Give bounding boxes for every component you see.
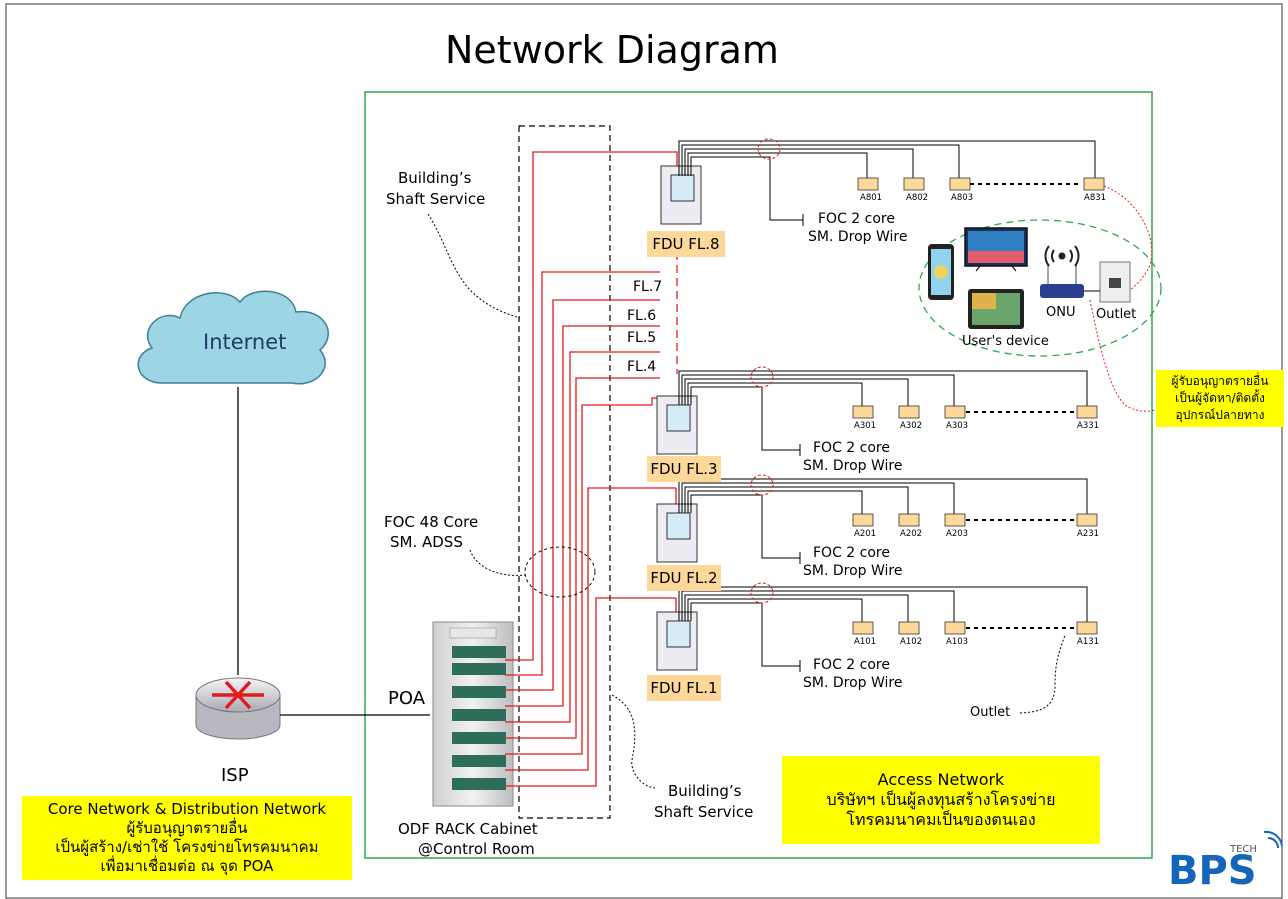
unit-a803: A803 [951,193,974,203]
drop-wire-fl1-1: FOC 2 core [813,657,890,673]
drop-wire-fl2-1: FOC 2 core [813,545,890,561]
core-note-line-1: Core Network & Distribution Network [47,800,327,818]
fl3-splice-mark [750,366,774,388]
shaft-bottom-line-1: Building’s [668,782,742,800]
core-note-line-2: ผู้รับอนุญาตรายอื่น [126,819,248,837]
access-note-line-3: โทรคมนาคมเป็นของตนเอง [846,810,1036,829]
wall-outlet-icon [1099,261,1131,303]
fdu-label-fl2: FDU FL.2 [647,565,721,591]
foc48-ellipse [524,546,596,598]
onu-icon [1040,264,1084,298]
logo-tag: TECH [1229,844,1257,855]
access-network-note: Access Network บริษัทฯ เป็นผู้ลงทุนสร้าง… [782,756,1100,844]
fl8-outlets [857,177,1105,191]
onu-label: ONU [1046,305,1076,320]
fl8-drops [678,140,1096,226]
odf-rack-line-1: ODF RACK Cabinet [398,820,538,838]
floor-label-fl6: FL.6 [627,308,657,324]
leader-lines [427,213,1066,789]
side-note-line-2: เป็นผู้จัดหา/ติดตั้ง [1175,391,1265,405]
fl1-splice-mark [750,582,774,604]
access-note-line-2: บริษัทฯ เป็นผู้ลงทุนสร้างโครงข่าย [826,790,1056,809]
a831-to-outlet-link [1103,185,1153,291]
unit-a102: A102 [900,637,923,647]
fl2-drops [678,478,1088,564]
side-note-leader [1089,299,1157,412]
foc48-line-2: SM. ADSS [390,533,463,551]
unit-a303: A303 [946,421,969,431]
core-note-line-4: เพื่อมาเชื่อมต่อ ณ จุด POA [100,857,274,875]
internet-label: Internet [203,330,287,354]
drop-wire-fl8-2: SM. Drop Wire [808,229,908,245]
router-icon [195,677,281,740]
user-equipment-zone [918,219,1162,357]
unit-a131: A131 [1077,637,1100,647]
core-network-note: Core Network & Distribution Network ผู้ร… [22,796,352,880]
unit-a331: A331 [1077,421,1100,431]
core-note-line-3: เป็นผู้สร้าง/เช่าใช้ โครงข่ายโทรคมนาคม [55,838,319,856]
unit-a802: A802 [906,193,929,203]
drop-wire-fl1-2: SM. Drop Wire [803,675,903,691]
odf-rack-line-2: @Control Room [418,840,535,858]
fl2-splice-mark [750,474,774,496]
fiber-risers [505,151,678,787]
drop-wire-fl8-1: FOC 2 core [818,211,895,227]
isp-label: ISP [221,765,249,786]
fl8-splice-mark [757,138,781,160]
wifi-icon [1044,245,1080,267]
drop-wire-fl3-1: FOC 2 core [813,440,890,456]
poa-label: POA [388,688,426,709]
side-note: ผู้รับอนุญาตรายอื่น เป็นผู้จัดหา/ติดตั้ง… [1156,370,1284,427]
outlet-callout: Outlet [970,705,1011,720]
unit-a202: A202 [900,529,923,539]
phone-icon [928,244,954,300]
access-note-line-1: Access Network [877,770,1005,789]
odf-rack-cabinet [432,621,514,807]
page-title: Network Diagram [445,28,779,72]
shaft-bottom-line-2: Shaft Service [654,803,754,821]
side-note-line-3: อุปกรณ์ปลายทาง [1175,408,1265,422]
users-device-label: User's device [962,334,1049,349]
unit-a302: A302 [900,421,923,431]
foc48-line-1: FOC 48 Core [384,513,479,531]
building-shaft [518,125,611,819]
unit-a231: A231 [1077,529,1100,539]
outlet-label: Outlet [1096,307,1137,322]
page-frame [5,3,1283,899]
fdu-boxes [656,165,702,671]
unit-a301: A301 [854,421,877,431]
bps-logo-icon: BPS TECH [1168,830,1283,894]
fdu-label-fl8: FDU FL.8 [647,231,725,257]
fdu-label-fl3: FDU FL.3 [647,456,721,482]
unit-a103: A103 [946,637,969,647]
logo-text: BPS [1168,848,1257,894]
unit-a201: A201 [854,529,877,539]
unit-a101: A101 [854,637,877,647]
shaft-top-line-2: Shaft Service [386,190,486,208]
fl3-outlets [852,405,1098,419]
fl1-outlets [852,621,1098,635]
floor-label-fl4: FL.4 [627,359,657,375]
fl2-outlets [852,513,1098,527]
tablet-icon [968,289,1024,329]
shaft-top-line-1: Building’s [398,169,472,187]
unit-a801: A801 [860,193,883,203]
access-network-border [364,91,1153,859]
floor-label-fl7: FL.7 [633,279,663,295]
fdu-label-fl1: FDU FL.1 [647,675,721,701]
floor-label-fl5: FL.5 [627,330,657,346]
unit-a203: A203 [946,529,969,539]
tv-icon [964,227,1028,272]
drop-wire-fl2-2: SM. Drop Wire [803,563,903,579]
internet-cloud-icon [137,290,329,385]
unit-a831: A831 [1084,193,1107,203]
drop-wire-fl3-2: SM. Drop Wire [803,458,903,474]
side-note-line-1: ผู้รับอนุญาตรายอื่น [1171,374,1269,388]
